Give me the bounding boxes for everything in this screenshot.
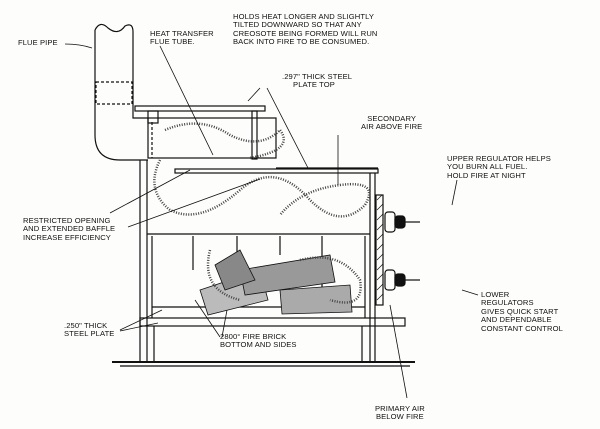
label-fire-brick: 2800° FIRE BRICK BOTTOM AND SIDES	[220, 332, 297, 350]
label-upper-regulator: UPPER REGULATOR HELPS YOU BURN ALL FUEL.…	[447, 154, 551, 180]
label-steel-plate: .250" THICK STEEL PLATE	[64, 321, 115, 339]
lower-regulator	[384, 269, 420, 291]
stove-body	[112, 160, 415, 367]
label-plate-top: .297" THICK STEEL PLATE TOP	[282, 72, 353, 90]
flue-tube	[134, 105, 277, 160]
baffle	[174, 168, 379, 174]
label-holds-heat: HOLDS HEAT LONGER AND SLIGHTLY TILTED DO…	[233, 12, 378, 47]
firewood-logs	[199, 249, 353, 316]
label-flue-pipe: FLUE PIPE	[18, 38, 58, 47]
upper-regulator	[384, 211, 420, 233]
flue-pipe	[94, 23, 148, 161]
label-primary-air: PRIMARY AIR BELOW FIRE	[375, 404, 425, 422]
label-lower-regulators: LOWER REGULATORS GIVES QUICK START AND D…	[481, 290, 563, 333]
label-restricted-opening: RESTRICTED OPENING AND EXTENDED BAFFLE I…	[23, 216, 116, 242]
label-secondary-air: SECONDARY AIR ABOVE FIRE	[361, 114, 423, 132]
label-heat-transfer-flue-tube: HEAT TRANSFER FLUE TUBE.	[150, 29, 214, 47]
leader-lines	[64, 43, 479, 399]
door-plate	[375, 194, 384, 306]
smoke-swirls	[153, 122, 371, 304]
